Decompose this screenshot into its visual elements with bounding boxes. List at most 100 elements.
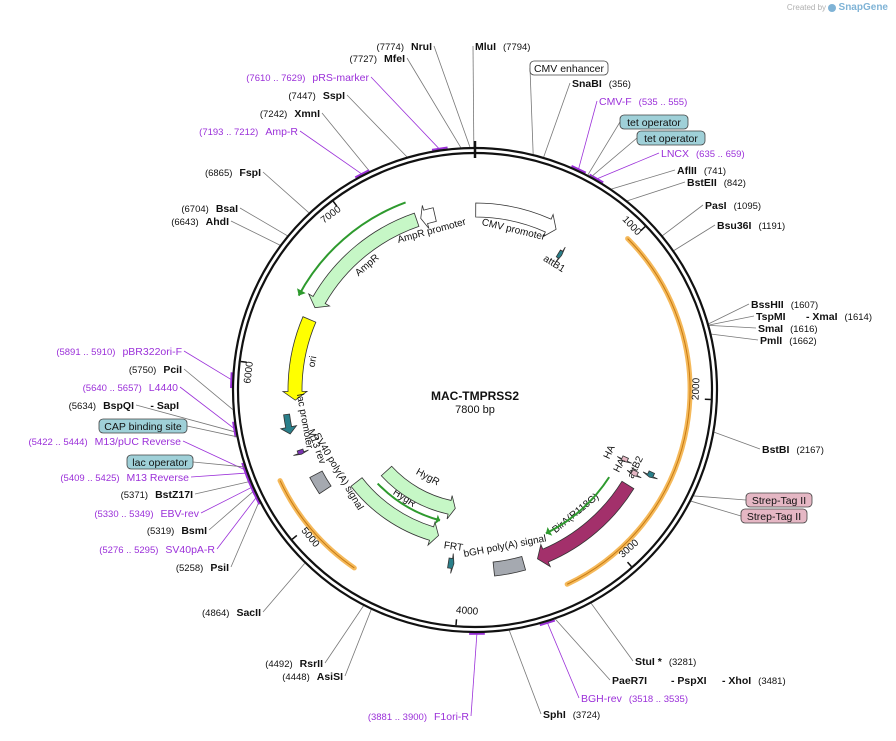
feature-box-text-4: lac operator <box>132 457 188 469</box>
site-right-name-7: TspMI <box>756 311 786 323</box>
primer-left-pos-1: (7193 .. 7212) <box>199 127 258 138</box>
plasmid-name: MAC-TMPRSS2 <box>431 389 519 403</box>
snapgene-logo-icon <box>828 4 836 12</box>
feature-lac-promoter <box>281 414 297 434</box>
ruler-label-0: 1000 <box>620 214 644 238</box>
site-left-line-7 <box>184 369 233 410</box>
primer-left-pos-6: (5330 .. 5349) <box>94 509 153 520</box>
primer-left-pos-8: (3881 .. 3900) <box>368 712 427 723</box>
site-right-9: SmaI (1616) <box>758 323 818 335</box>
primer-right-name-1: LNCX <box>661 148 689 160</box>
primer-left-line-0 <box>371 77 440 150</box>
primer-left-name-8: F1ori-R <box>434 711 469 723</box>
site-left-line-15 <box>345 610 371 676</box>
site-left-name-6: AhdI <box>206 216 229 228</box>
primer-right-pos-0: (535 .. 555) <box>639 97 688 108</box>
site-right-line-12 <box>591 603 633 661</box>
ruler-tick-4 <box>292 535 297 539</box>
site-left-name-10: BstZ17I <box>155 489 193 501</box>
site-left-pos-12: (5258) <box>176 563 203 574</box>
feature-box-text-0: CMV enhancer <box>534 63 605 75</box>
site-left-pos-8: (5634) <box>69 401 96 412</box>
site-right-pos-0: (7794) <box>503 42 530 53</box>
site-left-11: BsmI(5319) <box>147 525 207 537</box>
site-right-15: - XhoI (3481) <box>722 675 786 687</box>
feature-sv40-poly-a-signal <box>310 471 331 494</box>
site-right-pos-4: (1095) <box>734 201 761 212</box>
ruler-label-4: 5000 <box>299 526 322 551</box>
primer-left-line-1 <box>300 131 363 175</box>
site-right-pos-9: (1616) <box>790 324 817 335</box>
feature-label-13: HA <box>602 443 618 461</box>
site-right-name-1: SnaBI <box>572 78 602 90</box>
site-left-name-4: FspI <box>239 167 261 179</box>
feature-box-text-6: Strep-Tag II <box>747 511 801 523</box>
site-left-3: XmnI(7242) <box>260 108 320 120</box>
plasmid-size: 7800 bp <box>455 404 495 416</box>
site-right-name-14: - PspXI <box>671 675 707 687</box>
site-right-pos-12: (3281) <box>669 657 696 668</box>
primer-right-2: BGH-rev (3518 .. 3535) <box>581 693 688 705</box>
site-right-13: PaeR7I <box>612 675 647 687</box>
site-right-6: BssHII (1607) <box>751 299 818 311</box>
feature-box-text-5: Strep-Tag II <box>752 495 806 507</box>
site-right-pos-10: (1662) <box>789 336 816 347</box>
ruler-label-1: 2000 <box>691 377 703 400</box>
site-right-5: Bsu36I (1191) <box>717 220 785 232</box>
site-left-9: - SapI <box>150 400 179 412</box>
site-right-name-10: PmlI <box>760 335 782 347</box>
site-right-name-12: StuI * <box>635 656 663 668</box>
site-left-name-8: BspQI <box>103 400 134 412</box>
site-right-7: TspMI <box>756 311 786 323</box>
primer-left-mark-2 <box>231 372 232 388</box>
feature-box-line-0 <box>530 68 533 154</box>
site-left-7: PciI(5750) <box>129 364 182 376</box>
site-right-line-2 <box>612 170 675 189</box>
site-left-4: FspI (6865) <box>205 167 261 179</box>
site-left-name-7: PciI <box>163 364 182 376</box>
site-left-name-5: BsaI <box>216 203 238 215</box>
site-left-8: BspQI (5634) <box>69 400 134 412</box>
primer-left-name-2: pBR322ori-F <box>122 346 182 358</box>
site-left-12: PsiI(5258) <box>176 562 229 574</box>
primer-right-1: LNCX (635 .. 659) <box>661 148 745 160</box>
site-left-pos-4: (6865) <box>205 168 232 179</box>
feature-frt <box>448 554 454 574</box>
site-left-line-0 <box>434 46 470 147</box>
site-left-name-11: BsmI <box>181 525 207 537</box>
site-right-line-13 <box>555 619 610 680</box>
backbone <box>233 141 717 632</box>
site-left-pos-13: (4864) <box>202 608 229 619</box>
site-left-14: RsrII(4492) <box>265 658 323 670</box>
site-right-line-3 <box>627 182 685 201</box>
site-left-line-6 <box>231 221 280 245</box>
site-right-14: - PspXI <box>671 675 707 687</box>
site-right-pos-16: (3724) <box>573 710 600 721</box>
site-left-name-13: SacII <box>236 607 261 619</box>
site-labels: MluI (7794)SnaBI (356)AflII (741)BstEII … <box>28 41 872 723</box>
site-right-pos-8: (1614) <box>845 312 872 323</box>
primer-left-name-6: EBV-rev <box>160 508 199 520</box>
primer-left-7: SV40pA-R(5276 .. 5295) <box>99 544 215 556</box>
snapgene-credit: Created by SnapGene <box>787 2 888 13</box>
site-left-2: SspI(7447) <box>288 90 345 102</box>
site-left-name-14: RsrII <box>300 658 323 670</box>
site-right-12: StuI * (3281) <box>635 656 696 668</box>
feature-box-text-3: CAP binding site <box>104 421 182 433</box>
primer-left-name-0: pRS-marker <box>312 72 369 84</box>
primer-left-line-8 <box>471 633 477 716</box>
primer-right-name-0: CMV-F <box>599 96 632 108</box>
site-right-8: - XmaI (1614) <box>806 311 872 323</box>
site-right-0: MluI (7794) <box>475 41 530 53</box>
site-left-line-13 <box>263 563 305 612</box>
site-right-pos-5: (1191) <box>758 221 785 232</box>
site-right-name-0: MluI <box>475 41 496 53</box>
primer-left-5: M13 Reverse(5409 .. 5425) <box>60 472 189 484</box>
primer-right-0: CMV-F (535 .. 555) <box>599 96 687 108</box>
site-right-name-13: PaeR7I <box>612 675 647 687</box>
primer-left-pos-0: (7610 .. 7629) <box>246 73 305 84</box>
site-left-pos-10: (5371) <box>121 490 148 501</box>
feature-box-line-1 <box>588 122 620 175</box>
feature-box-line-6 <box>691 501 741 516</box>
